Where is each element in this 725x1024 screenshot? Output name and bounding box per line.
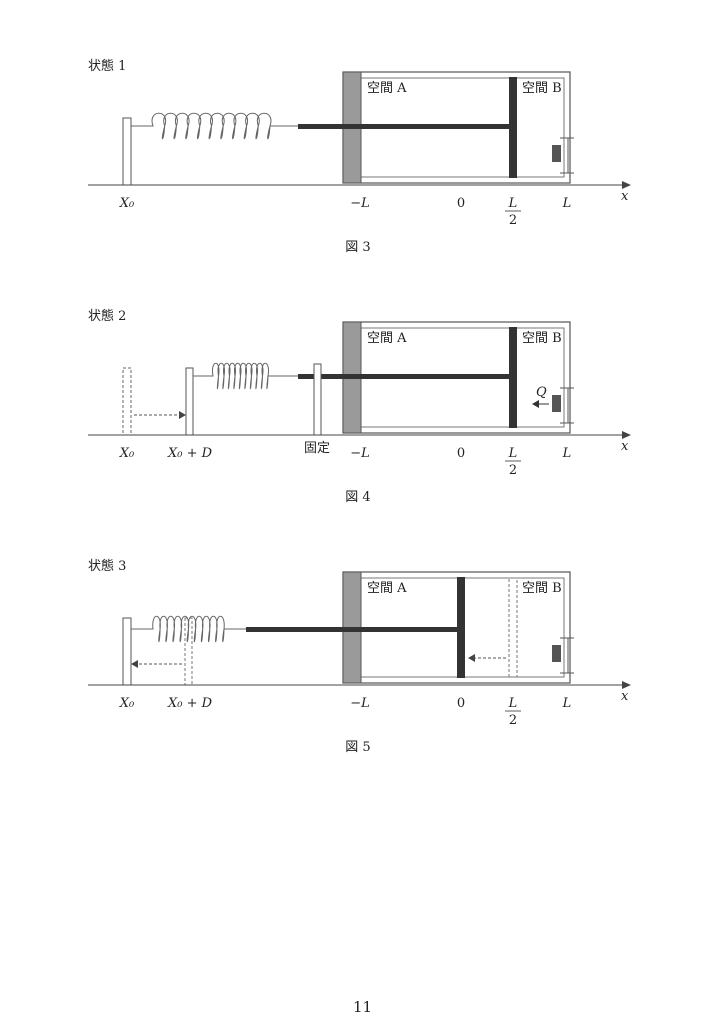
tick-l: L [562, 696, 572, 711]
displacement-arrow-icon [179, 411, 186, 419]
tick-l: L [562, 446, 572, 461]
axis-arrow-icon [622, 181, 631, 189]
right-piston [509, 327, 517, 428]
piston-rod [298, 124, 512, 129]
state-label: 状態 3 [88, 558, 126, 574]
tick-l-half-den: 2 [509, 463, 517, 478]
tick-x0: X₀ [119, 696, 135, 711]
tick-zero: 0 [457, 696, 465, 711]
axis-arrow-icon [622, 681, 631, 689]
piston-move-arrow-icon [468, 654, 475, 662]
tick-l-half-num: L [508, 196, 518, 211]
space-b-label: 空間 B [522, 331, 562, 346]
fixed-block [313, 363, 322, 436]
tick-zero: 0 [457, 446, 465, 461]
tick-x0: X₀ [119, 446, 135, 461]
spring-wall [122, 617, 132, 686]
heat-arrow-icon [532, 400, 539, 408]
figure-caption: 図 3 [345, 240, 370, 255]
heater-wire [560, 387, 574, 424]
tick-l-half-den: 2 [509, 213, 517, 228]
spring-wall [185, 367, 194, 436]
tick-x0-plus-d: X₀ + D [167, 446, 213, 461]
page-number: 11 [352, 998, 373, 1016]
axis-x-label: x [621, 189, 629, 204]
space-a-label: 空間 A [367, 331, 407, 346]
tick-l-half-num: L [508, 696, 518, 711]
tick-x0-plus-d: X₀ + D [167, 696, 213, 711]
figure-caption: 図 4 [345, 490, 370, 505]
tick-neg-l: −L [350, 196, 370, 211]
tick-x0: X₀ [119, 196, 135, 211]
figure-4: 状態 2 空間 A 空間 B Q 固定 x X₀ X₀ + D −L 0 L 2… [0, 300, 725, 550]
right-piston [509, 77, 517, 178]
wall-return-arrow-icon [131, 660, 138, 668]
tick-neg-l: −L [350, 696, 370, 711]
space-b-label: 空間 B [522, 581, 562, 596]
tick-l-half-den: 2 [509, 713, 517, 728]
figure-caption: 図 5 [345, 740, 370, 755]
tick-l-half-num: L [508, 446, 518, 461]
figure-3: 状態 1 空間 A 空間 B x X₀ −L 0 L 2 L 図 3 [0, 50, 725, 300]
space-b-label: 空間 B [522, 81, 562, 96]
tick-neg-l: −L [350, 446, 370, 461]
piston-rod [246, 627, 461, 632]
heater-icon [552, 145, 561, 162]
spring-coil [131, 112, 298, 140]
spring-coil [131, 615, 246, 643]
fixed-label: 固定 [304, 441, 330, 456]
old-piston-dashed [508, 577, 518, 678]
figure-5: 状態 3 空間 A 空間 B x X₀ X₀ + D −L 0 L 2 L 図 … [0, 550, 725, 800]
heater-wire [560, 137, 574, 174]
piston-rod [298, 374, 512, 379]
space-a-label: 空間 A [367, 81, 407, 96]
tick-zero: 0 [457, 196, 465, 211]
state-label: 状態 2 [88, 308, 126, 324]
axis-x-label: x [621, 439, 629, 454]
space-a-label: 空間 A [367, 581, 407, 596]
state-label: 状態 1 [88, 58, 126, 74]
heater-icon [552, 395, 561, 412]
tick-l: L [562, 196, 572, 211]
heater-wire [560, 637, 574, 674]
spring-wall [122, 117, 132, 186]
heater-icon [552, 645, 561, 662]
axis-x-label: x [621, 689, 629, 704]
old-wall-dashed [122, 367, 132, 436]
axis-arrow-icon [622, 431, 631, 439]
spring-coil [193, 362, 298, 390]
heat-label: Q [536, 385, 547, 400]
